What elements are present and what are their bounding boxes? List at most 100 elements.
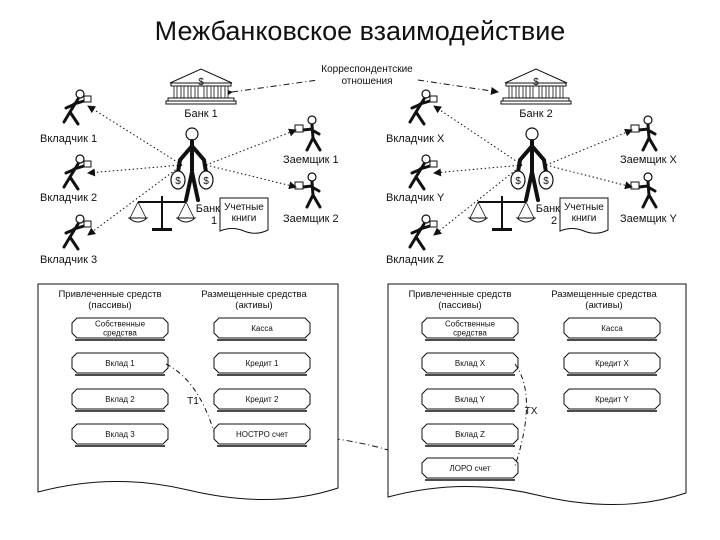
bank2-asset-1-frame: [563, 317, 661, 339]
bank2-liability-1-frame: [421, 317, 519, 339]
bank2-depositor-icon-1: [408, 88, 439, 126]
bank1-scales-icon: [128, 195, 196, 232]
bank1-moneybag-right-icon: $: [203, 176, 209, 187]
bank1-borrower-label-2: Заемщик 2: [283, 213, 339, 225]
bank1-arrow-depositor-2: [87, 164, 183, 177]
bank1-books-icon: [219, 197, 269, 234]
bank2-banker-icon: [509, 126, 555, 202]
bank2-assets-header: Размещенные средства(активы): [551, 289, 657, 311]
bank1-depositor-label-1: Вкладчик 1: [40, 133, 97, 145]
bank1-liability-2: Вклад 1: [71, 352, 169, 376]
bank2-books-icon: [559, 197, 609, 234]
bank1-arrow-borrower-1: [205, 128, 297, 166]
bank1-borrower-label-1: Заемщик 1: [283, 154, 339, 166]
bank2-asset-3-label: Кредит Y: [595, 395, 629, 404]
bank2-borrower-label-1: Заемщик X: [620, 154, 678, 166]
bank2-asset-2-label: Кредит X: [595, 359, 629, 368]
bank2-depositor-icon-3: [408, 213, 439, 251]
bank1-arrow-borrower-2: [205, 164, 297, 190]
bank2-liability-2-label: Вклад X: [455, 359, 486, 368]
bank2-liability-2: Вклад X: [421, 352, 519, 376]
bank2-bank-label: Банк 2: [519, 108, 552, 120]
bank1-asset-3-frame: [213, 388, 311, 410]
bank2-borrower-icon-1: [629, 114, 658, 152]
bank2-ledger-frame: [387, 283, 687, 506]
bank1-asset-3-label: Кредит 2: [246, 395, 279, 404]
bank1-asset-2-frame: [213, 352, 311, 374]
bank2-moneybag-right-icon: $: [543, 176, 549, 187]
bank1-assets-header: Размещенные средства(активы): [201, 289, 307, 311]
bank1-depositor-icon-1: [62, 88, 93, 126]
bank2-dollar-icon: $: [533, 77, 539, 88]
bank1-depositor-label-3: Вкладчик 3: [40, 254, 97, 266]
bank2-liabilities-header: Привлеченные средств(пассивы): [408, 289, 511, 311]
bank1-liability-3: Вклад 2: [71, 388, 169, 412]
bank2-asset-1: Касса: [563, 317, 661, 341]
bank2-transfer-label: TX: [525, 406, 538, 417]
bank2-moneybag-left-icon: $: [515, 176, 521, 187]
bank1-asset-1: Касса: [213, 317, 311, 341]
bank2-asset-2-frame: [563, 352, 661, 374]
bank2-liability-5: ЛОРО счет: [421, 457, 519, 481]
bank1-liability-2-label: Вклад 1: [105, 359, 135, 368]
bank1-depositor-icon-2: [62, 153, 93, 191]
bank1-banker-icon: [169, 126, 215, 202]
bank1-asset-1-frame: [213, 317, 311, 339]
bank2-asset-3: Кредит Y: [563, 388, 661, 412]
bank1-asset-4-frame: [213, 423, 311, 445]
bank2-arrow-borrower-2: [545, 164, 633, 190]
bank2-liability-5-label: ЛОРО счет: [449, 464, 490, 473]
bank2-scales-icon: [468, 195, 536, 232]
bank1-depositor-label-2: Вкладчик 2: [40, 192, 97, 204]
bank2-asset-2: Кредит X: [563, 352, 661, 376]
bank1-transfer-line: [165, 363, 215, 433]
bank1-borrower-icon-1: [293, 114, 322, 152]
bank1-asset-1-label: Касса: [251, 324, 273, 333]
bank2-liability-4: Вклад Z: [421, 423, 519, 447]
bank1-dollar-icon: $: [198, 77, 204, 88]
bank1-bank-label: Банк 1: [184, 108, 217, 120]
bank1-arrow-depositor-3: [87, 164, 183, 236]
bank2-liability-3: Вклад Y: [421, 388, 519, 412]
bank1-asset-2: Кредит 1: [213, 352, 311, 376]
bank1-asset-3: Кредит 2: [213, 388, 311, 412]
bank1-moneybag-left-icon: $: [175, 176, 181, 187]
bank1-asset-4: НОСТРО счет: [213, 423, 311, 447]
bank2-transfer-line: [514, 363, 527, 467]
bank1-liability-3-label: Вклад 2: [105, 395, 135, 404]
correspondent-arrow-left: [224, 79, 319, 97]
bank2-borrower-icon-2: [629, 171, 658, 209]
page-title: Межбанковское взаимодействие: [154, 16, 566, 46]
bank2-liability-4-label: Вклад Z: [455, 430, 485, 439]
correspondent-arrow-right: [417, 79, 499, 95]
bank2-asset-1-label: Касса: [601, 324, 623, 333]
bank2-depositor-icon-2: [408, 153, 439, 191]
bank2-liability-3-label: Вклад Y: [455, 395, 486, 404]
bank2-depositor-label-1: Вкладчик X: [386, 133, 445, 145]
bank2-arrow-depositor-2: [433, 164, 523, 177]
bank2-liability-4-frame: [421, 423, 519, 445]
bank1-arrow-depositor-1: [87, 105, 183, 166]
bank2-arrow-borrower-1: [545, 128, 633, 166]
bank1-liability-1-frame: [71, 317, 169, 339]
bank2-liability-5-frame: [421, 457, 519, 479]
bank2-liability-3-frame: [421, 388, 519, 410]
bank2-asset-3-frame: [563, 388, 661, 410]
bank2-arrow-depositor-1: [433, 105, 523, 166]
bank1-transfer-label: T1: [187, 396, 199, 407]
bank1-liability-3-frame: [71, 388, 169, 410]
bank1-liability-4-label: Вклад 3: [105, 430, 135, 439]
bank1-asset-4-label: НОСТРО счет: [236, 430, 288, 439]
bank1-asset-2-label: Кредит 1: [246, 359, 279, 368]
bank2-liability-2-frame: [421, 352, 519, 374]
